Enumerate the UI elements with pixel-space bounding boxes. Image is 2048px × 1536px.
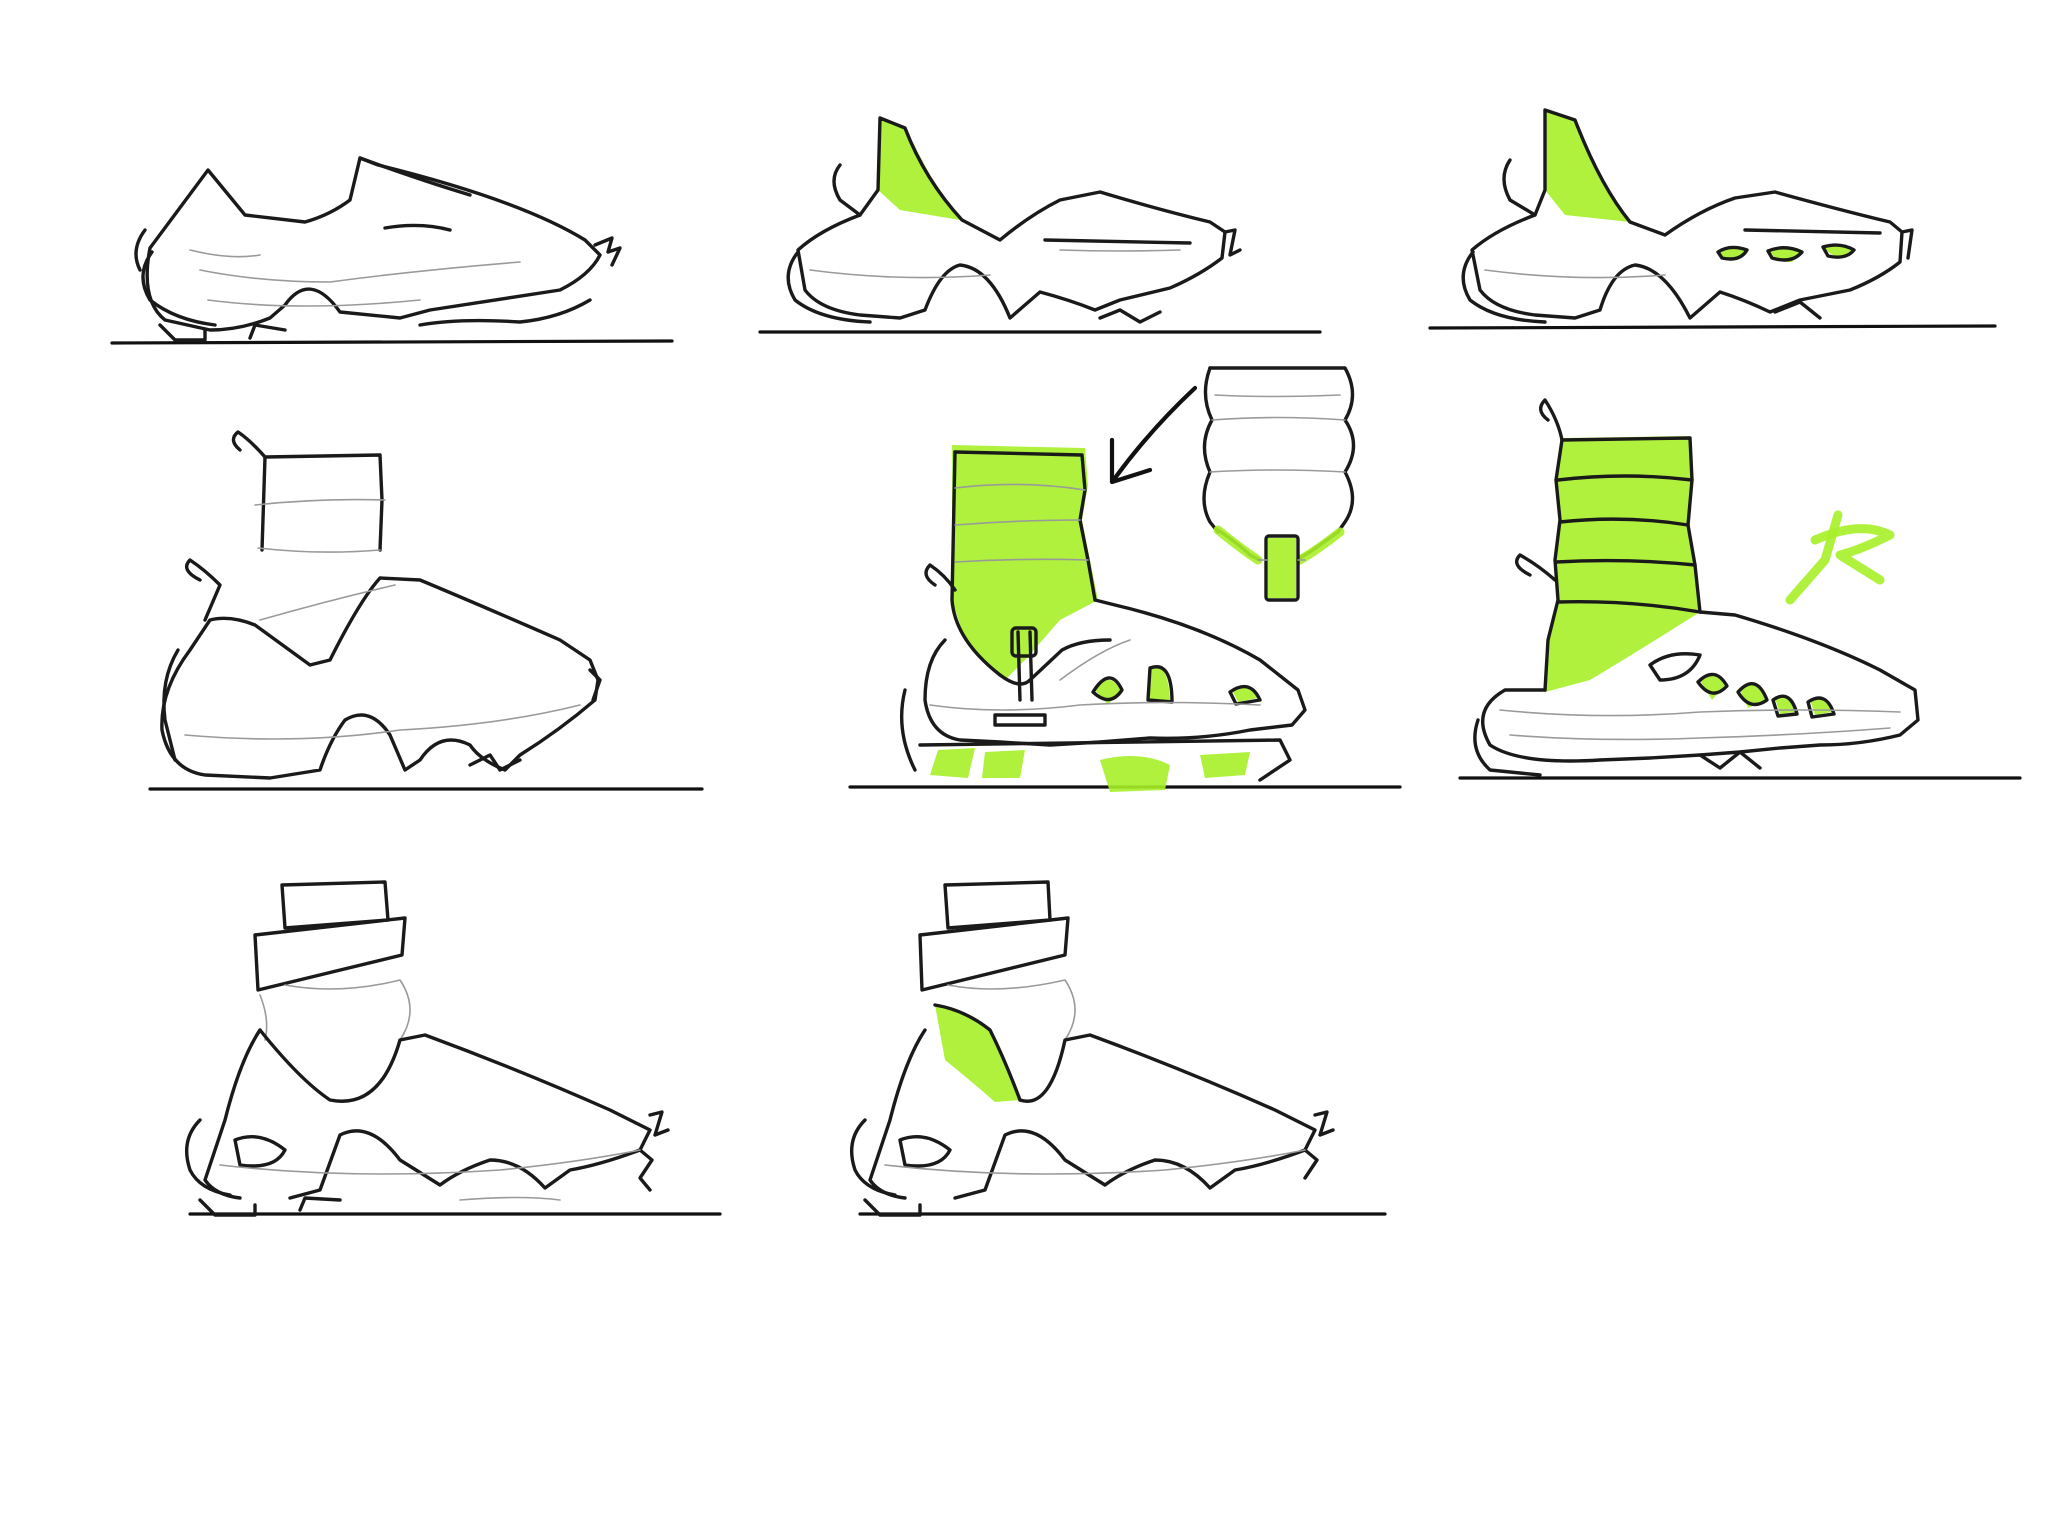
collar-trim-left (1213, 525, 1263, 565)
upper-window (1700, 675, 1725, 700)
ground-line (110, 339, 674, 345)
sketch-low-shoe-3 (1428, 108, 1997, 330)
sketch-strap-boot-2 (850, 880, 1387, 1217)
sketch-low-shoe-2 (758, 116, 1322, 334)
upper-window (1150, 666, 1170, 700)
sole-window (1200, 752, 1250, 778)
sole-window (982, 750, 1025, 778)
pull-tab-highlight (1268, 538, 1296, 598)
puffer-collar-highlight (952, 445, 1098, 680)
sketch-low-shoe-1 (110, 156, 674, 345)
sketch-strap-boot-1 (185, 880, 722, 1217)
puffer-collar-highlight (1545, 436, 1700, 692)
upper-window (1095, 680, 1120, 705)
sole-window (930, 748, 975, 778)
collar-trim-right (1295, 527, 1345, 565)
sketch-high-boot-1 (148, 430, 704, 791)
sketch-high-boot-2 (848, 385, 1402, 792)
sole-window (1100, 756, 1170, 792)
arrow-head (1109, 437, 1153, 485)
callout-puffer-collar-detail (1202, 366, 1356, 602)
sketch-high-boot-3 (1458, 398, 2022, 780)
heel-panel-highlight (935, 1005, 1020, 1102)
signature-stroke-1 (1785, 510, 1843, 605)
ground-line (1428, 324, 1997, 330)
arrow-line (1112, 385, 1198, 481)
signature-stroke-2 (1810, 524, 1895, 585)
